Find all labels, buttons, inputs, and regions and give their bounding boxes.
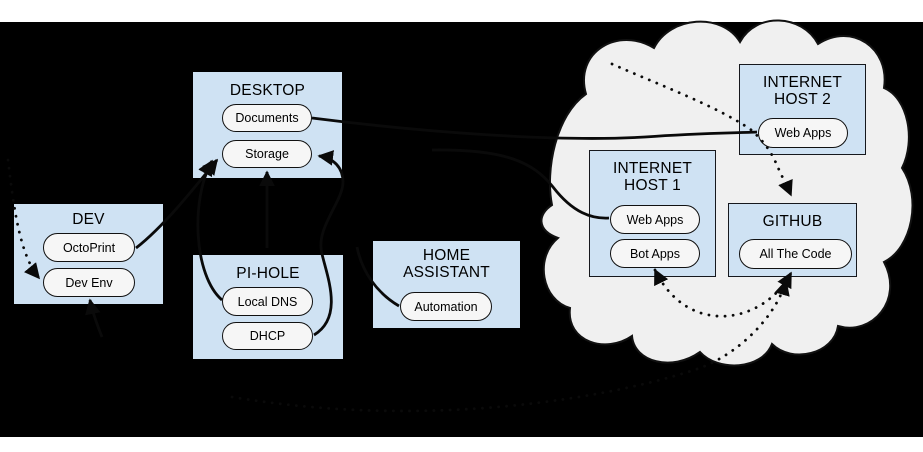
group-title-dev: DEV bbox=[14, 204, 163, 228]
node-bot-apps: Bot Apps bbox=[610, 239, 700, 268]
node-dev-env: Dev Env bbox=[43, 268, 135, 297]
group-github: GITHUB All The Code bbox=[728, 203, 857, 277]
node-dhcp: DHCP bbox=[222, 322, 313, 350]
group-title-line: INTERNET bbox=[762, 74, 843, 91]
group-title-pi-hole: PI-HOLE bbox=[193, 255, 343, 282]
group-title-line: INTERNET bbox=[612, 160, 693, 177]
group-title-line: ASSISTANT bbox=[403, 264, 490, 281]
node-web-apps-2: Web Apps bbox=[758, 118, 848, 148]
node-web-apps-1: Web Apps bbox=[610, 205, 700, 234]
group-title-line: PI-HOLE bbox=[236, 265, 300, 282]
group-title-line: DESKTOP bbox=[229, 82, 306, 99]
group-title-github: GITHUB bbox=[729, 204, 856, 230]
node-documents: Documents bbox=[222, 104, 312, 132]
node-automation: Automation bbox=[400, 292, 492, 321]
node-storage: Storage bbox=[222, 140, 312, 168]
node-all-the-code: All The Code bbox=[739, 239, 852, 269]
node-local-dns: Local DNS bbox=[222, 287, 313, 316]
group-title-line: HOST 1 bbox=[624, 177, 681, 194]
group-pi-hole: PI-HOLE Local DNS DHCP bbox=[193, 255, 343, 359]
group-title-line: GITHUB bbox=[762, 213, 823, 230]
group-title-desktop: DESKTOP bbox=[193, 72, 342, 99]
node-octoprint: OctoPrint bbox=[43, 233, 135, 262]
group-title-line: DEV bbox=[72, 211, 105, 228]
group-title-line: HOST 2 bbox=[774, 91, 831, 108]
group-title-line: HOME bbox=[422, 247, 471, 264]
